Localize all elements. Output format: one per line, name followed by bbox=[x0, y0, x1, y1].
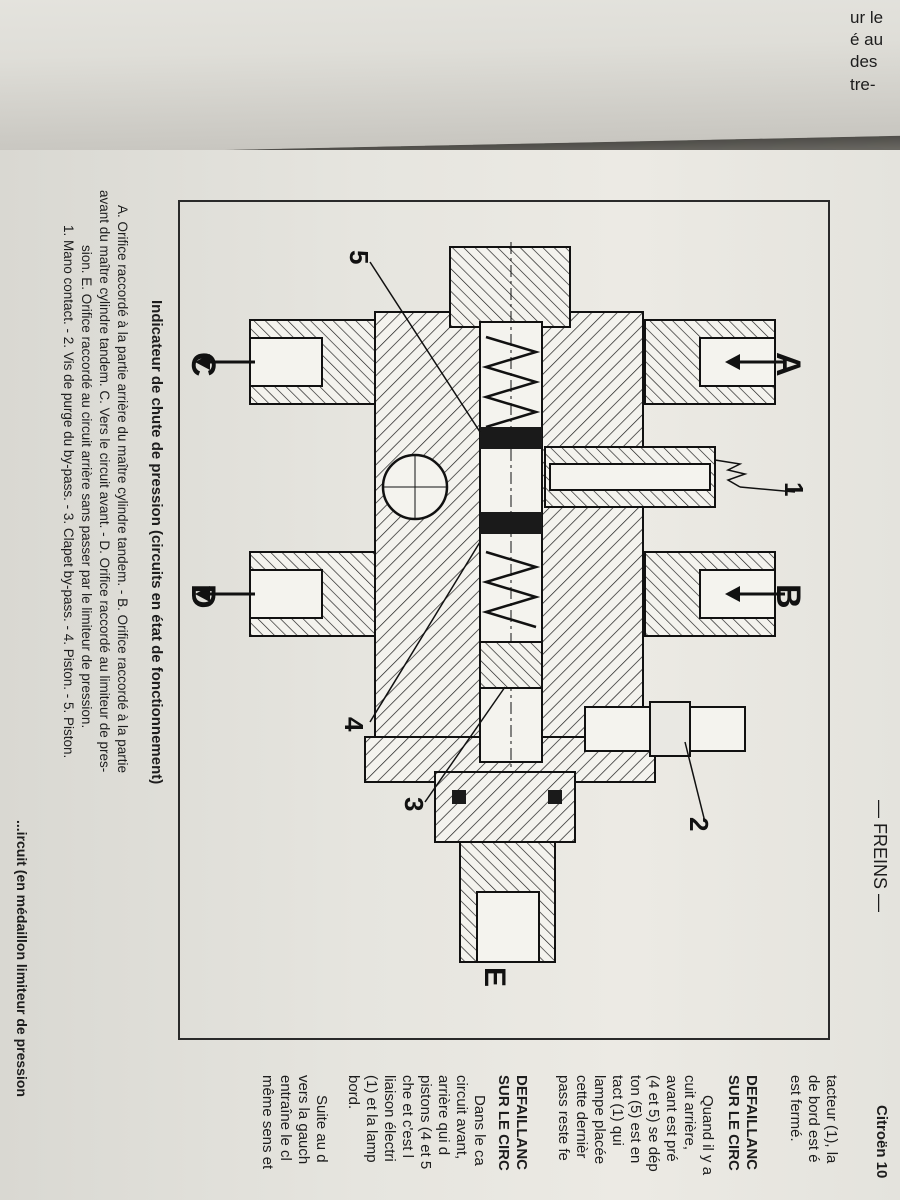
section1-line-4: (4 et 5) se dép bbox=[645, 1075, 662, 1172]
top-fragment-4: tre- bbox=[850, 75, 876, 94]
section1-title-2: SUR LE CIRC bbox=[725, 1075, 742, 1171]
section1-line-2: cuit arrière, bbox=[681, 1075, 698, 1151]
top-fragment-3: des bbox=[850, 52, 878, 71]
section2-line-5: che et c'est l bbox=[399, 1075, 416, 1158]
label-2: 2 bbox=[684, 817, 714, 831]
pressure-indicator-diagram: A B C D E 1 2 3 4 5 bbox=[184, 242, 809, 987]
caption-line-3: sion. E. Orifice raccordé au circuit arr… bbox=[79, 245, 94, 729]
section2-title-2: SUR LE CIRC bbox=[495, 1075, 512, 1171]
section2-line-2: circuit avant, bbox=[453, 1075, 470, 1160]
section1-line-7: lampe placée bbox=[591, 1075, 608, 1165]
label-1: 1 bbox=[779, 482, 809, 496]
section1-line-6: tact (1) qui bbox=[609, 1075, 626, 1146]
piston-4 bbox=[480, 512, 542, 534]
port-e-body bbox=[434, 771, 576, 843]
caption-title: Indicateur de chute de pression (circuit… bbox=[148, 300, 165, 785]
spring-lower bbox=[481, 550, 541, 629]
previous-page bbox=[0, 0, 900, 156]
bottom-line: ...ircuit (en médaillon limiteur de pres… bbox=[14, 820, 30, 1097]
top-fragment-1: ur le bbox=[850, 8, 884, 27]
section2-line-1: Dans le ca bbox=[471, 1095, 488, 1166]
section1-line-9: pass reste fe bbox=[555, 1075, 572, 1161]
section2-line-7: (1) et la lamp bbox=[363, 1075, 380, 1163]
section2-line-8: bord. bbox=[345, 1075, 362, 1110]
section3-line-2: vers la gauch bbox=[295, 1075, 312, 1165]
label-3: 3 bbox=[399, 797, 429, 811]
section3-line-1: Suite au d bbox=[313, 1095, 330, 1163]
section1-line-1: Quand il y a bbox=[699, 1095, 716, 1176]
figure-frame bbox=[178, 200, 830, 1040]
piston-5 bbox=[480, 427, 542, 449]
label-5: 5 bbox=[344, 250, 374, 264]
label-e: E bbox=[478, 967, 511, 987]
section3-line-4: même sens et bbox=[259, 1075, 276, 1170]
section1-line-8: cette dernièr bbox=[573, 1075, 590, 1159]
section3-line-3: entraîne le cl bbox=[277, 1075, 294, 1161]
section2-line-4: pistons (4 et 5 bbox=[417, 1075, 434, 1170]
section1-line-3: avant est pré bbox=[663, 1075, 680, 1162]
right-column-header: Citroën 10 bbox=[873, 1105, 890, 1179]
label-d: D bbox=[184, 584, 222, 609]
label-a: A bbox=[769, 352, 807, 377]
section2-line-3: arrière qui d bbox=[435, 1075, 452, 1156]
label-c: C bbox=[184, 352, 222, 377]
caption-line-2: avant du maître cylindre tandem. C. Vers… bbox=[97, 190, 112, 773]
spring-upper bbox=[481, 335, 541, 429]
top-fragment-2: é au bbox=[850, 30, 884, 49]
label-b: B bbox=[769, 584, 807, 609]
right-line-a2: de bord est é bbox=[805, 1075, 822, 1163]
caption-line-4: 1. Mano contact. - 2. Vis de purge du by… bbox=[61, 225, 76, 759]
right-line-a3: est fermé. bbox=[787, 1075, 804, 1142]
running-header: — FREINS — bbox=[870, 800, 890, 913]
section2-title-1: DEFAILLANC bbox=[513, 1075, 530, 1170]
label-4: 4 bbox=[339, 717, 369, 732]
section2-line-6: liaison électri bbox=[381, 1075, 398, 1162]
top-plug bbox=[449, 246, 571, 328]
section1-line-5: ton (5) est en bbox=[627, 1075, 644, 1164]
bypass-valve bbox=[479, 641, 543, 689]
caption-line-1: A. Orifice raccordé à la partie arrière … bbox=[115, 205, 130, 773]
section1-title-1: DEFAILLANC bbox=[743, 1075, 760, 1170]
right-line-a1: tacteur (1), la bbox=[823, 1075, 840, 1164]
